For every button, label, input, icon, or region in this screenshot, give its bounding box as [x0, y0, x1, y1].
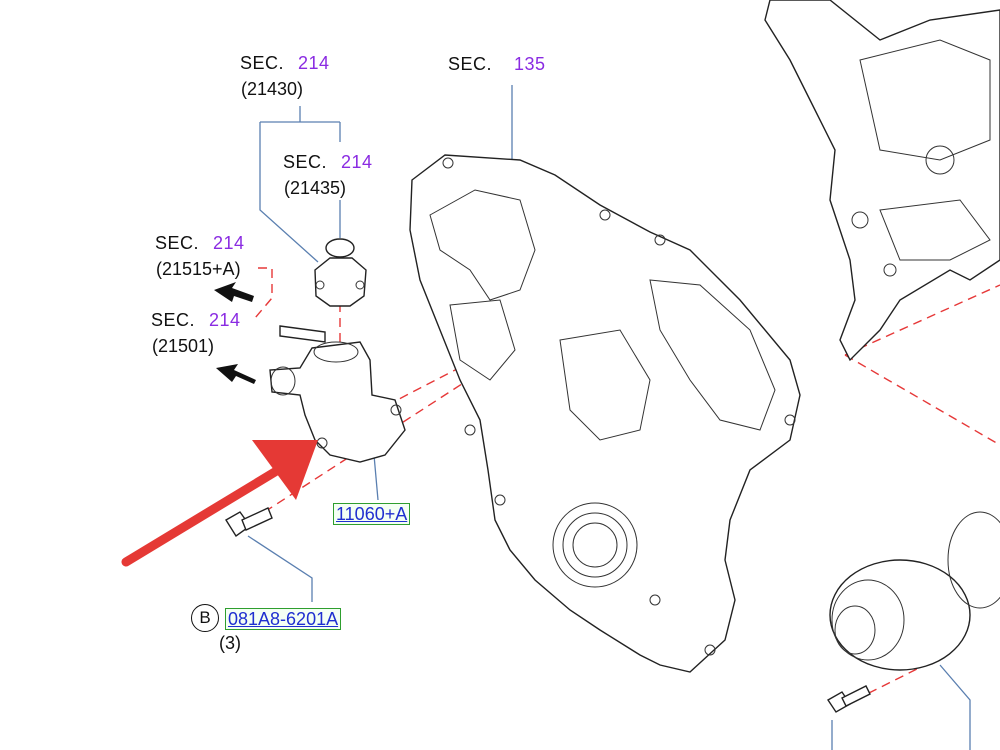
- bolt-group-letter: B: [191, 604, 219, 632]
- flow-arrows: [214, 282, 256, 384]
- sec-word: SEC.: [283, 152, 328, 172]
- code-21430: (21430): [241, 79, 304, 99]
- label-sec-135: SEC. 135: [448, 54, 546, 74]
- pump-bolt: [827, 685, 871, 713]
- part-ref-11060-a[interactable]: 11060+A: [333, 503, 411, 525]
- bolt-quantity: (3): [219, 633, 241, 653]
- code-21435: (21435): [284, 178, 347, 198]
- mounting-bolt: [225, 507, 273, 538]
- water-pump: [829, 511, 1000, 671]
- code-21501: (21501): [152, 336, 215, 356]
- red-callout-arrow: [121, 440, 318, 567]
- sec-word: SEC.: [240, 53, 285, 73]
- label-sec-214-21430: SEC. 214: [240, 53, 330, 73]
- label-sec-214-21501: SEC. 214: [151, 310, 241, 330]
- section-number[interactable]: 214: [213, 233, 245, 253]
- engine-block: [764, 0, 1000, 362]
- part-ref-081a8-6201a[interactable]: 081A8-6201A: [225, 608, 342, 630]
- section-number[interactable]: 214: [341, 152, 373, 172]
- front-timing-cover: [409, 154, 801, 673]
- code-21515-a: (21515+A): [156, 259, 241, 279]
- o-ring: [325, 238, 355, 258]
- sec-word: SEC.: [151, 310, 196, 330]
- label-sec-214-21515: SEC. 214: [155, 233, 245, 253]
- water-outlet-housing: [269, 341, 406, 463]
- section-number[interactable]: 214: [298, 53, 330, 73]
- sec-word: SEC.: [448, 54, 493, 74]
- section-number[interactable]: 135: [514, 54, 546, 74]
- section-number[interactable]: 214: [209, 310, 241, 330]
- thermostat-cap: [314, 257, 367, 307]
- sec-word: SEC.: [155, 233, 200, 253]
- leader-lines: [247, 85, 971, 750]
- bypass-pipe: [279, 325, 326, 343]
- label-sec-214-21435: SEC. 214: [283, 152, 373, 172]
